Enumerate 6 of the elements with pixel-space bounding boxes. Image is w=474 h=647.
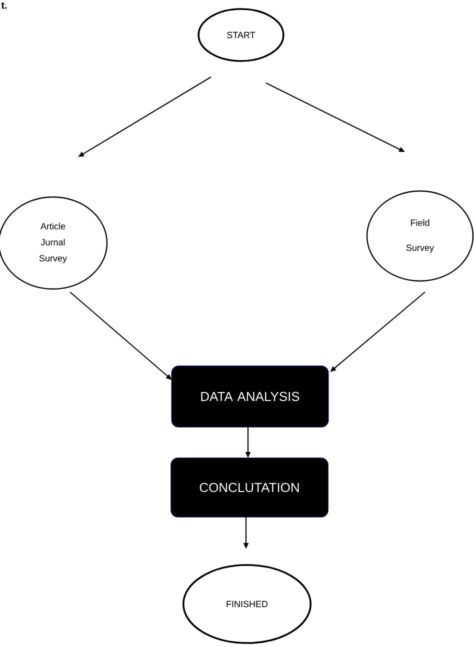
process-box: CONCLUTATION xyxy=(170,458,328,518)
label-text: t. xyxy=(1,2,7,9)
ellipse-node: Field Survey xyxy=(366,190,474,282)
ellipse-node: START xyxy=(198,8,284,62)
process-box: DATA ANALYSIS xyxy=(171,366,329,428)
ellipse-node: FINISHED xyxy=(182,564,312,644)
